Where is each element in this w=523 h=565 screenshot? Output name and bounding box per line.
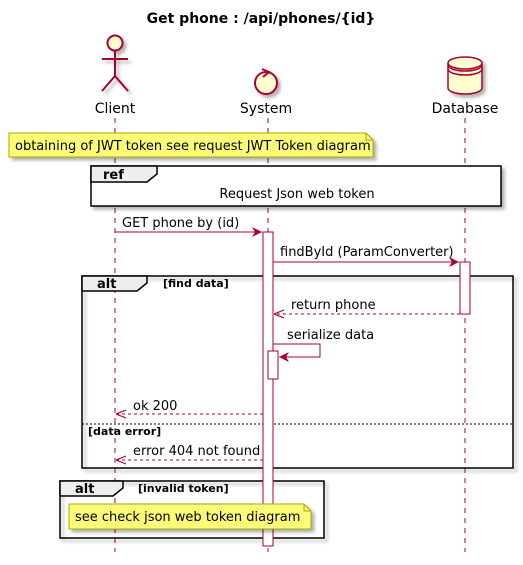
note-jwt bbox=[8, 132, 374, 158]
ref-keyword: ref bbox=[103, 168, 124, 183]
system-activation bbox=[262, 231, 274, 547]
msg-serialize-arrow bbox=[273, 343, 321, 362]
msg-serialize-label: serialize data bbox=[287, 328, 374, 343]
ref-frame-tab bbox=[90, 165, 158, 183]
ref-frame bbox=[90, 165, 502, 207]
note-check-text: see check json web token diagram bbox=[75, 510, 300, 525]
msg-get-phone-label: GET phone by (id) bbox=[122, 216, 239, 231]
alt-find-keyword: alt bbox=[97, 277, 116, 292]
alt-find-guard: [find data] bbox=[163, 277, 229, 290]
alt-find-else-guard: [data error] bbox=[88, 425, 161, 438]
database-cylinder-icon bbox=[447, 56, 483, 95]
system-nested-activation bbox=[267, 350, 279, 380]
alt-token-frame bbox=[59, 480, 325, 539]
system-control-icon bbox=[254, 68, 278, 95]
note-jwt-text: obtaining of JWT token see request JWT T… bbox=[15, 139, 371, 154]
note-check bbox=[68, 503, 312, 530]
alt-find-tab bbox=[81, 275, 148, 292]
participant-system-label: System bbox=[240, 101, 292, 117]
msg-ok-label: ok 200 bbox=[133, 399, 177, 414]
diagram-title: Get phone : /api/phones/{id} bbox=[147, 11, 376, 27]
client-actor-icon bbox=[101, 34, 129, 92]
database-activation bbox=[459, 261, 471, 315]
msg-find-by-id-label: findById (ParamConverter) bbox=[280, 245, 454, 260]
alt-find-frame bbox=[81, 275, 514, 469]
msg-return-phone-label: return phone bbox=[291, 298, 376, 313]
alt-token-keyword: alt bbox=[75, 482, 94, 497]
participant-client-label: Client bbox=[95, 101, 136, 117]
participant-database-label: Database bbox=[432, 101, 499, 117]
ref-label: Request Json web token bbox=[219, 187, 374, 202]
alt-token-tab bbox=[59, 480, 124, 497]
alt-token-guard: [invalid token] bbox=[138, 482, 229, 495]
msg-error404-label: error 404 not found bbox=[133, 444, 260, 459]
